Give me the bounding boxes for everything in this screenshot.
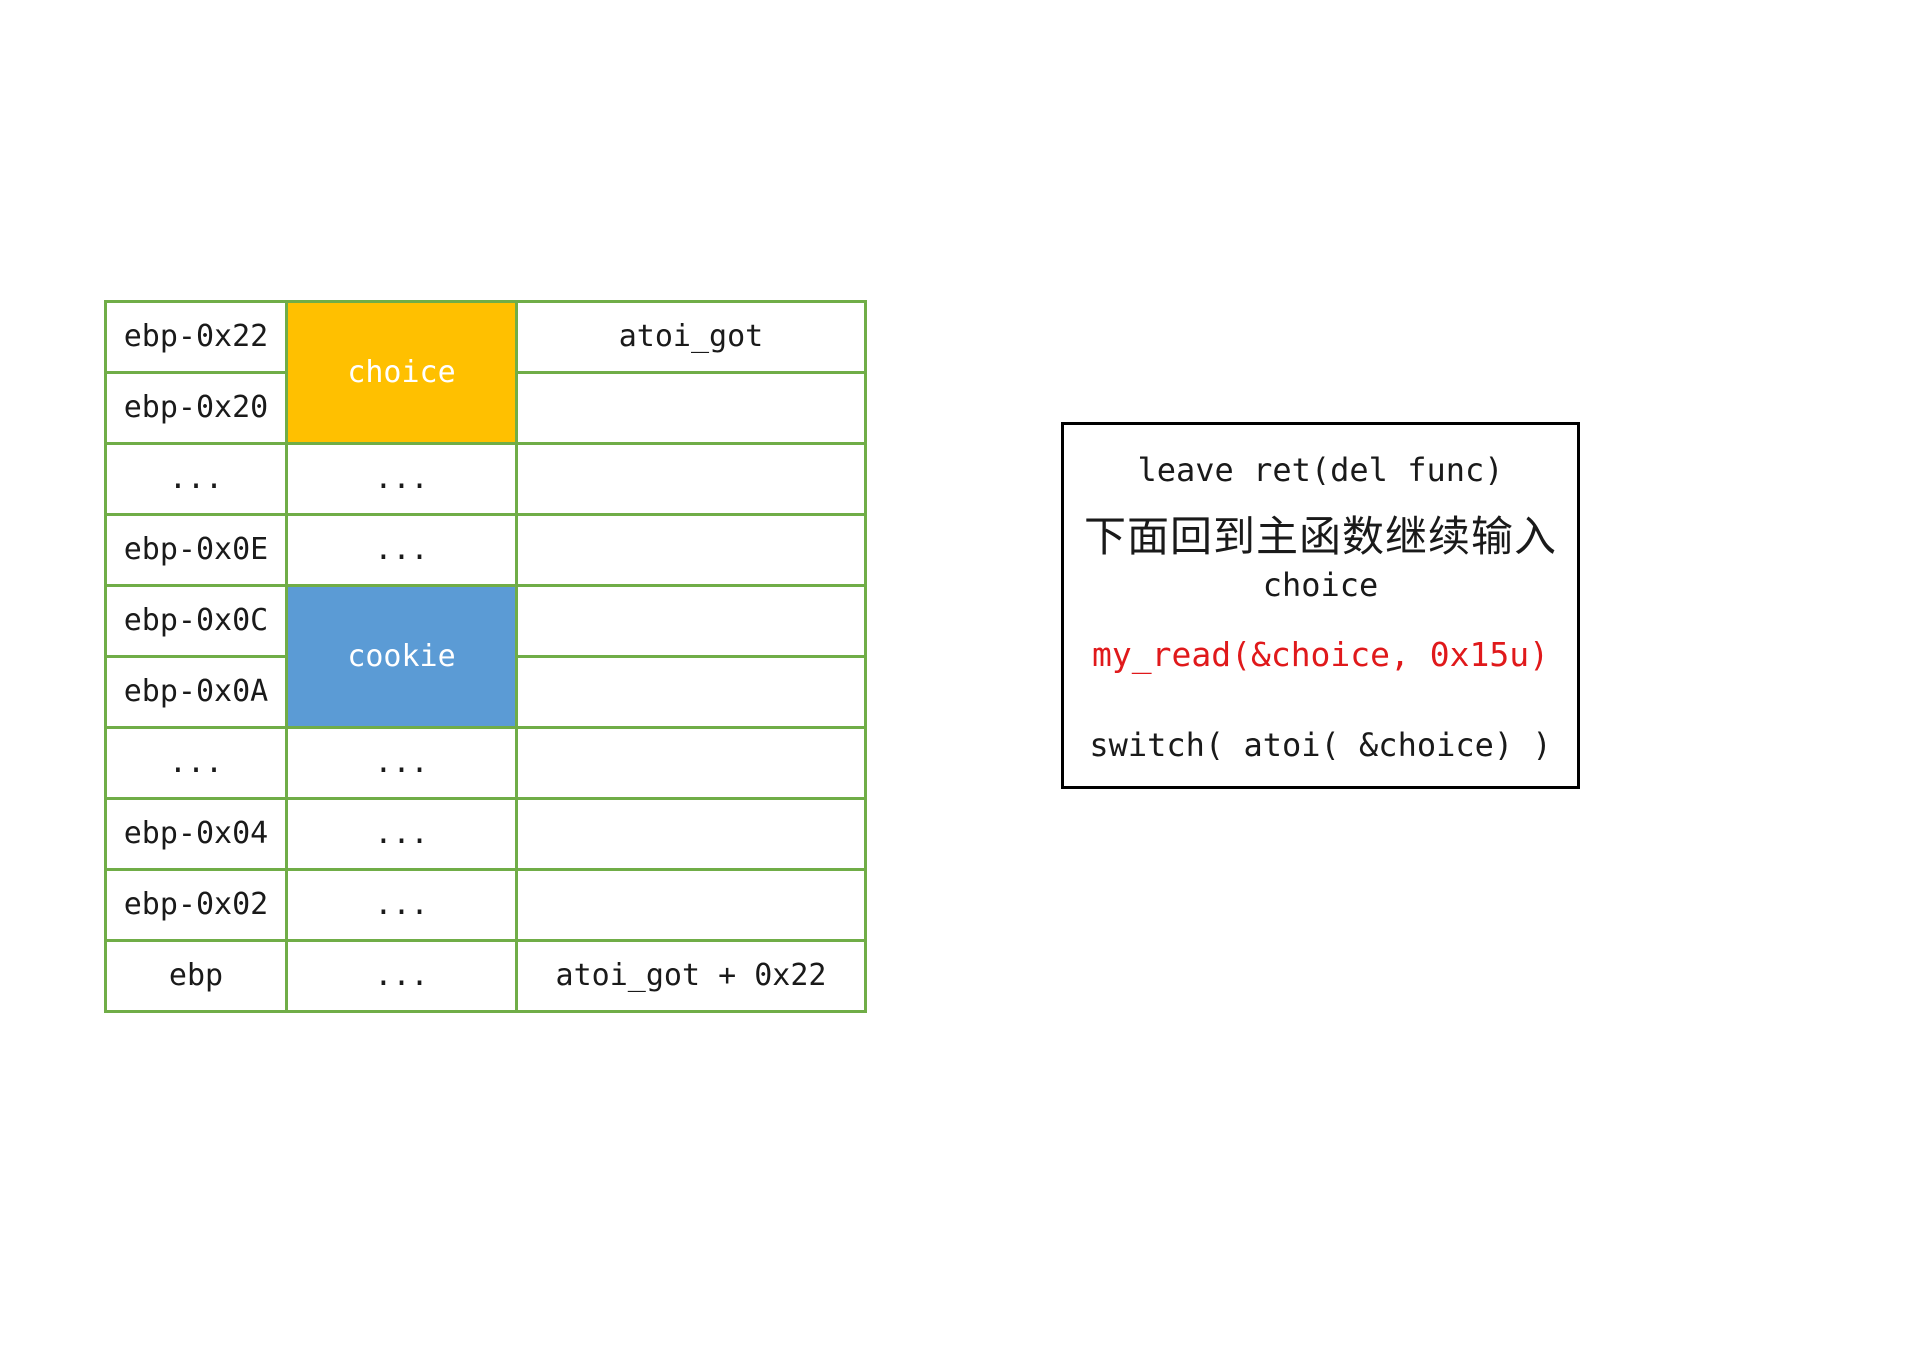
stack-addr-cell: ... xyxy=(104,442,288,516)
stack-addr-cell: ebp-0x0A xyxy=(104,655,288,729)
stack-value-cell: ... xyxy=(285,939,518,1013)
table-row: ebp-0x20 xyxy=(104,371,867,445)
stack-value-cell: ... xyxy=(285,726,518,800)
stack-value-cell: ... xyxy=(285,442,518,516)
note-line-switch-atoi: switch( atoi( &choice) ) xyxy=(1089,726,1552,764)
stack-value-cell: ... xyxy=(285,797,518,871)
table-row: ... ... xyxy=(104,726,867,800)
blank-cell xyxy=(515,371,867,445)
table-row: ebp-0x22 choice atoi_got xyxy=(104,300,867,445)
table-row: ebp-0x0C cookie xyxy=(104,584,867,729)
blank-cell xyxy=(515,726,867,800)
stack-value-cell: ... xyxy=(285,513,518,587)
table-row: ebp-0x0E ... xyxy=(104,513,867,587)
note-box: leave ret(del func) 下面回到主函数继续输入 choice m… xyxy=(1061,422,1580,789)
blank-cell xyxy=(515,442,867,516)
table-row: ebp ... atoi_got + 0x22 xyxy=(104,939,867,1013)
atoi-got-offset-box: atoi_got + 0x22 xyxy=(515,939,867,1013)
blank-cell xyxy=(515,584,867,658)
stack-table: ebp-0x22 choice atoi_got ebp-0x20 ... ..… xyxy=(104,300,867,1013)
atoi-got-box: atoi_got xyxy=(515,300,867,374)
stack-addr-cell: ebp xyxy=(104,939,288,1013)
stack-addr-cell: ... xyxy=(104,726,288,800)
stack-addr-cell: ebp-0x22 xyxy=(104,300,288,374)
table-row: ebp-0x04 ... xyxy=(104,797,867,871)
stack-addr-cell: ebp-0x02 xyxy=(104,868,288,942)
blank-cell xyxy=(515,655,867,729)
table-row: ebp-0x02 ... xyxy=(104,868,867,942)
stack-addr-cell: ebp-0x04 xyxy=(104,797,288,871)
blank-cell xyxy=(515,797,867,871)
note-line-leave-ret: leave ret(del func) xyxy=(1137,451,1504,489)
choice-cell: choice xyxy=(285,300,518,445)
table-row: ebp-0x0A xyxy=(104,655,867,729)
note-line-return-to-main-cn: 下面回到主函数继续输入 xyxy=(1083,512,1557,561)
note-line-my-read: my_read(&choice, 0x15u) xyxy=(1092,635,1549,674)
stack-addr-cell: ebp-0x20 xyxy=(104,371,288,445)
stack-value-cell: ... xyxy=(285,868,518,942)
cookie-cell: cookie xyxy=(285,584,518,729)
stack-addr-cell: ebp-0x0E xyxy=(104,513,288,587)
stack-addr-cell: ebp-0x0C xyxy=(104,584,288,658)
blank-cell xyxy=(515,868,867,942)
table-row: ... ... xyxy=(104,442,867,516)
note-line-choice: choice xyxy=(1262,566,1379,604)
blank-cell xyxy=(515,513,867,587)
